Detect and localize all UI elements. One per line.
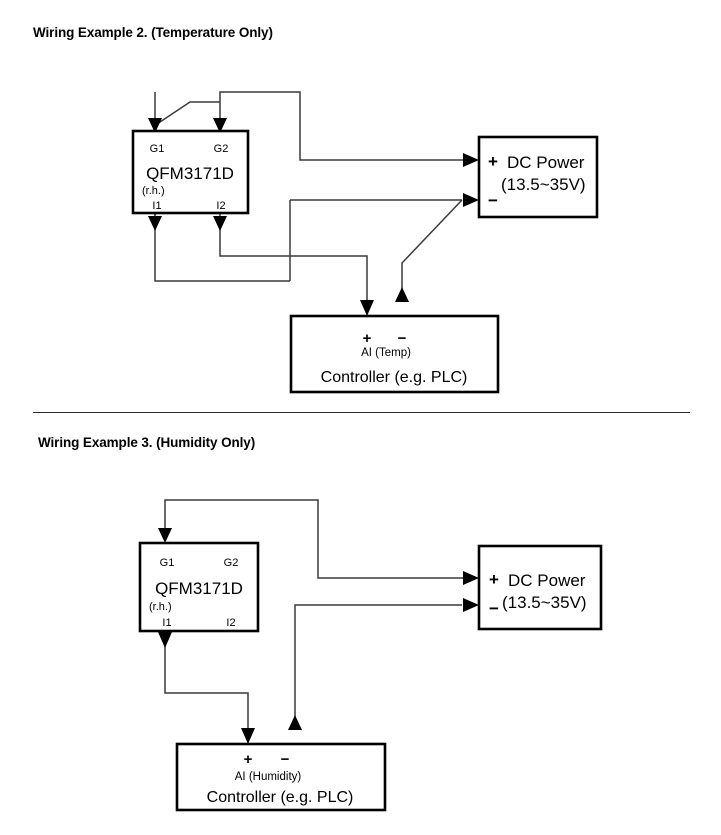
wiring-example-3-title: Wiring Example 3. (Humidity Only) xyxy=(38,435,256,450)
wire-g2-jumper-to-g1 xyxy=(156,101,220,125)
wire-dcpower-plus-to-g1 xyxy=(164,499,470,579)
arrow-into-dcpower-plus xyxy=(463,571,479,585)
sensor-port-i2: I2 xyxy=(226,617,235,629)
sensor-box xyxy=(131,129,250,215)
wire-i2-to-controller-plus xyxy=(219,213,368,300)
wire-controller-minus-to-dcpower-minus xyxy=(294,604,462,728)
arrow-into-controller-plus xyxy=(241,728,255,744)
controller-minus-sign: − xyxy=(281,751,290,768)
arrow-into-controller-plus xyxy=(360,300,374,316)
arrow-into-dcpower-plus xyxy=(463,153,479,167)
wire-controller-minus-diagonal xyxy=(401,199,463,272)
dc-power-range: (13.5~35V) xyxy=(501,175,586,194)
dc-power-plus-sign: + xyxy=(488,152,498,171)
dc-power-box xyxy=(477,544,603,631)
sensor-model: QFM3171D xyxy=(146,164,234,183)
dc-power-range: (13.5~35V) xyxy=(502,593,587,612)
dc-power-box xyxy=(477,135,599,219)
arrow-into-g2 xyxy=(213,118,227,133)
sensor-port-g1: G1 xyxy=(150,143,165,155)
wiring-example-3-diagram: G1 G2 QFM3171D (r.h.) I1 I2 + DC Power (… xyxy=(138,499,603,812)
sensor-model: QFM3171D xyxy=(155,579,243,598)
arrow-out-of-i2 xyxy=(213,216,227,231)
controller-box xyxy=(175,742,387,812)
dc-power-minus-sign: − xyxy=(488,191,498,210)
controller-plus-sign: + xyxy=(244,751,253,768)
controller-minus-sign: − xyxy=(398,330,407,347)
arrow-into-g1 xyxy=(148,118,162,133)
controller-plus-sign: + xyxy=(363,330,372,347)
wiring-example-2-title: Wiring Example 2. (Temperature Only) xyxy=(33,25,273,40)
sensor-subtitle: (r.h.) xyxy=(149,601,172,613)
sensor-port-g2: G2 xyxy=(214,143,229,155)
dc-power-name: DC Power xyxy=(507,153,585,172)
controller-name: Controller (e.g. PLC) xyxy=(321,369,468,386)
sensor-port-i2: I2 xyxy=(216,200,225,212)
arrow-into-dcpower-minus xyxy=(463,598,479,612)
wire-dcpower-plus-to-g2 xyxy=(219,91,470,161)
sensor-subtitle: (r.h.) xyxy=(142,185,165,197)
controller-input-label: AI (Humidity) xyxy=(235,771,302,783)
wiring-example-2-diagram: G1 G2 QFM3171D (r.h.) I1 I2 + DC Power (… xyxy=(131,91,599,394)
arrow-into-dcpower-minus xyxy=(463,193,479,207)
controller-name: Controller (e.g. PLC) xyxy=(207,789,354,806)
section-divider xyxy=(33,412,690,413)
sensor-port-i1: I1 xyxy=(162,617,171,629)
sensor-port-i1: I1 xyxy=(152,200,161,212)
controller-box xyxy=(289,314,500,394)
controller-input-label: AI (Temp) xyxy=(361,347,411,359)
arrow-out-of-i1 xyxy=(148,216,162,231)
sensor-port-g1: G1 xyxy=(160,557,175,569)
sensor-port-g2: G2 xyxy=(224,557,239,569)
wire-i1-to-controller-plus xyxy=(164,630,249,728)
arrow-into-controller-minus xyxy=(288,715,302,730)
arrow-into-controller-minus xyxy=(395,287,409,302)
sensor-box xyxy=(138,541,260,633)
arrow-into-g1 xyxy=(158,528,172,543)
dc-power-plus-sign: + xyxy=(489,570,499,589)
arrow-out-of-i1 xyxy=(158,632,172,648)
dc-power-minus-sign: − xyxy=(489,599,499,618)
dc-power-name: DC Power xyxy=(508,571,586,590)
